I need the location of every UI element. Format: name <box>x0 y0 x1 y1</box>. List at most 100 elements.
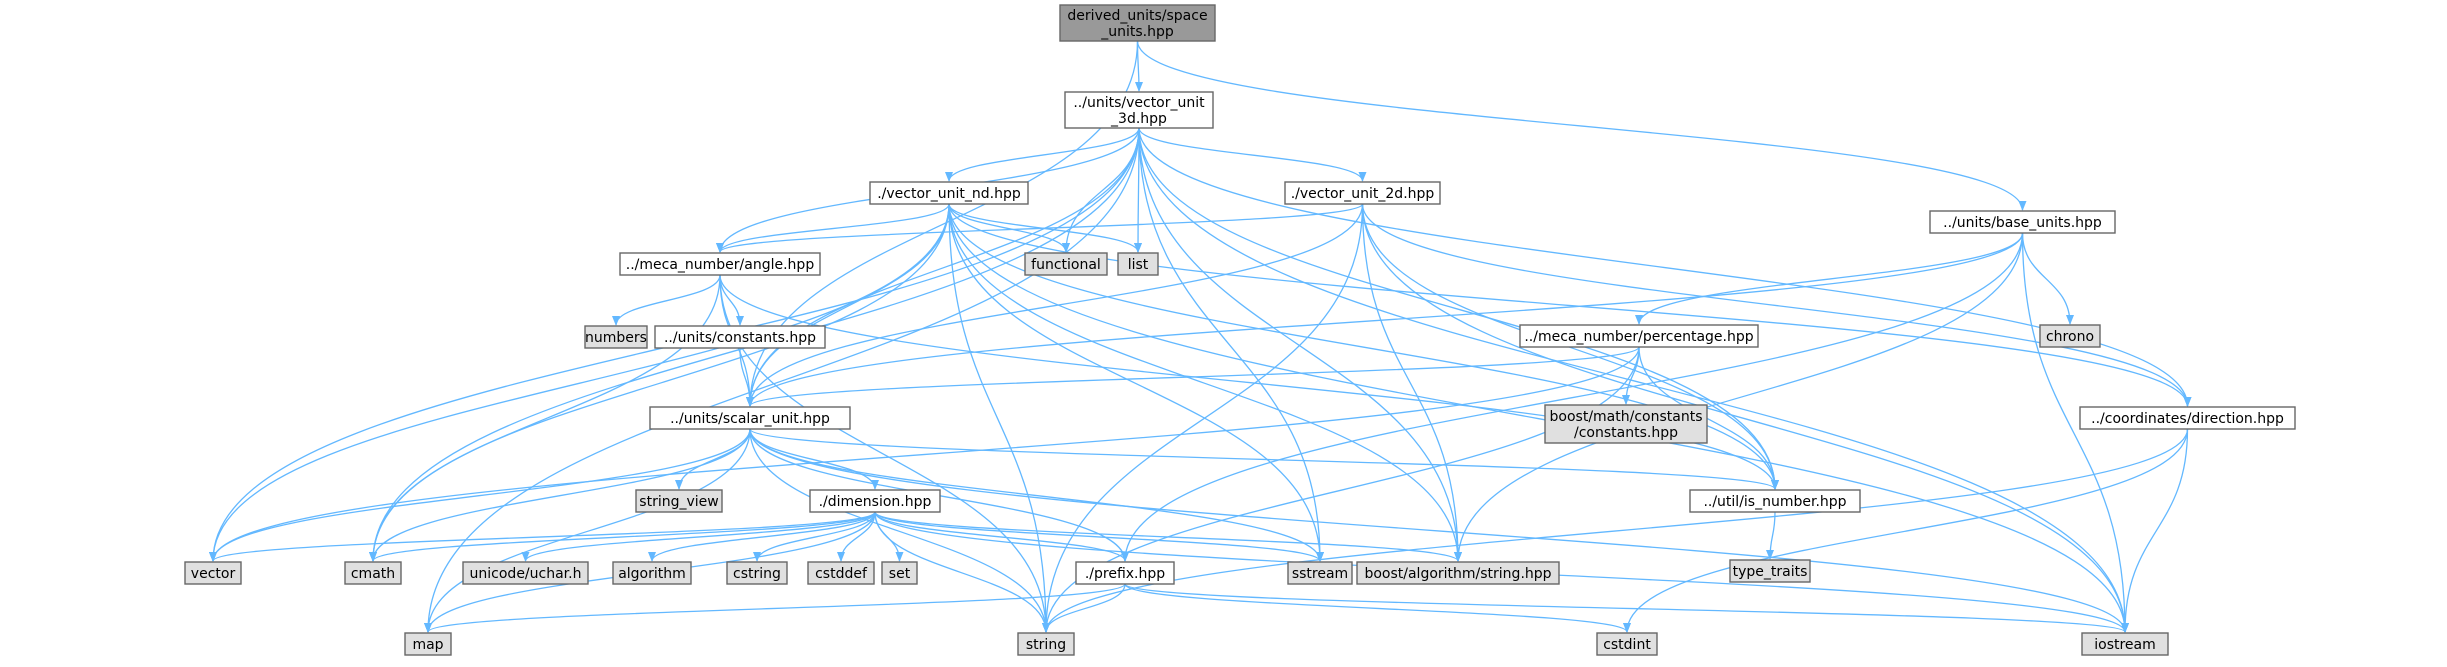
node-string: string <box>1017 632 1075 656</box>
node-dimension[interactable]: ./dimension.hpp <box>809 489 941 513</box>
edge-vec2d-to-angle <box>716 203 1364 253</box>
node-percentage-label-line-0: ../meca_number/percentage.hpp <box>1524 329 1753 345</box>
edge-prefix-to-string <box>1042 583 1126 633</box>
edge-baseunits-to-scalar <box>746 232 2024 407</box>
node-set: set <box>881 561 918 585</box>
node-chrono-box <box>2039 324 2101 348</box>
edge-vecnd-to-iostream <box>948 203 2129 633</box>
node-uchar-label-line-0: unicode/uchar.h <box>470 566 582 582</box>
node-uchar: unicode/uchar.h <box>462 561 589 585</box>
edge-vec2d-to-iostream <box>1361 203 2129 633</box>
edge-angle-to-numbers <box>612 274 721 326</box>
node-algorithm-label-line-0: algorithm <box>618 566 686 582</box>
node-vecnd-box <box>869 181 1029 205</box>
node-vector: vector <box>184 561 242 585</box>
node-percentage-box <box>1519 324 1759 348</box>
node-isnumber-box <box>1689 489 1861 513</box>
node-baseunits[interactable]: ../units/base_units.hpp <box>1929 210 2116 234</box>
edge-vec2d-to-string <box>1042 203 1364 633</box>
node-iostream-box <box>2081 632 2169 656</box>
node-vec3d[interactable]: ../units/vector_unit_3d.hpp <box>1064 91 1214 129</box>
edge-direction-to-iostream <box>2121 428 2189 633</box>
node-vector-label-line-0: vector <box>191 566 236 582</box>
node-scalar[interactable]: ../units/scalar_unit.hpp <box>649 406 851 430</box>
node-sstream-box <box>1287 561 1353 585</box>
edge-direction-to-string <box>1042 428 2189 633</box>
node-baseunits-box <box>1929 210 2116 234</box>
node-root-label-line-1: _units.hpp <box>1100 24 1174 40</box>
edge-baseunits-to-chrono <box>2021 232 2074 325</box>
node-vec3d-label-line-1: _3d.hpp <box>1110 111 1167 127</box>
edge-vecnd-to-sstream <box>948 203 1324 562</box>
edge-scalar-to-isnumber <box>749 428 1779 490</box>
edge-baseunits-to-boostalgo <box>1454 232 2024 562</box>
edge-scalar-to-vector <box>209 428 751 562</box>
edge-dimension-to-sstream <box>874 511 1324 562</box>
node-set-label-line-0: set <box>889 566 911 582</box>
node-root[interactable]: derived_units/space_units.hpp <box>1059 4 1216 42</box>
edge-root-to-baseunits <box>1136 40 2027 211</box>
edge-percentage-to-scalar <box>746 346 1640 407</box>
edge-vecnd-to-boostalgo <box>948 203 1462 562</box>
node-string-box <box>1017 632 1075 656</box>
edge-vec2d-to-scalar <box>746 203 1364 407</box>
edge-vec3d-to-vecnd <box>945 127 1140 182</box>
node-direction-box <box>2079 406 2296 430</box>
node-isnumber[interactable]: ../util/is_number.hpp <box>1689 489 1861 513</box>
node-scalar-label-line-0: ../units/scalar_unit.hpp <box>670 411 830 427</box>
node-cstdint-label-line-0: cstdint <box>1603 637 1651 653</box>
node-boostconst-label-line-0: boost/math/constants <box>1550 409 1703 425</box>
edge-vec3d-to-vec2d <box>1138 127 1367 182</box>
node-constants[interactable]: ../units/constants.hpp <box>654 325 826 349</box>
node-prefix[interactable]: ./prefix.hpp <box>1075 561 1175 585</box>
edge-angle-to-isnumber <box>719 274 1779 490</box>
node-algorithm-box <box>612 561 692 585</box>
node-algorithm: algorithm <box>612 561 692 585</box>
node-cstdint: cstdint <box>1596 632 1658 656</box>
node-cstring-label-line-0: cstring <box>733 566 781 582</box>
node-vec3d-box <box>1064 91 1214 129</box>
node-cstddef-box <box>807 561 875 585</box>
node-list-box <box>1117 252 1159 276</box>
edge-vec3d-to-isnumber <box>1138 127 1779 490</box>
node-vecnd[interactable]: ./vector_unit_nd.hpp <box>869 181 1029 205</box>
node-percentage[interactable]: ../meca_number/percentage.hpp <box>1519 324 1759 348</box>
node-iostream-label-line-0: iostream <box>2094 637 2156 653</box>
node-uchar-box <box>462 561 589 585</box>
edge-prefix-to-iostream <box>1124 583 2129 633</box>
node-map-label-line-0: map <box>412 637 443 653</box>
node-list-label-line-0: list <box>1128 257 1149 273</box>
node-numbers-label-line-0: numbers <box>585 330 647 346</box>
edge-dimension-to-algorithm <box>648 511 876 562</box>
edges-layer <box>209 40 2192 633</box>
node-boostconst-label-line-1: /constants.hpp <box>1574 425 1678 441</box>
node-root-box <box>1059 4 1216 42</box>
edge-vecnd-to-isnumber <box>948 203 1779 490</box>
node-prefix-box <box>1075 561 1175 585</box>
node-boostconst-box <box>1544 404 1708 444</box>
node-vec2d[interactable]: ./vector_unit_2d.hpp <box>1284 181 1441 205</box>
edge-percentage-to-vector <box>209 346 1640 562</box>
edge-dimension-to-uchar <box>521 511 876 562</box>
node-baseunits-label-line-0: ../units/base_units.hpp <box>1943 215 2102 231</box>
node-functional-box <box>1024 252 1108 276</box>
node-sstream: sstream <box>1287 561 1353 585</box>
node-list: list <box>1117 252 1159 276</box>
edge-dimension-to-prefix <box>874 511 1129 562</box>
edge-dimension-to-boostalgo <box>874 511 1462 562</box>
node-map: map <box>404 632 452 656</box>
node-direction[interactable]: ../coordinates/direction.hpp <box>2079 406 2296 430</box>
edge-vecnd-to-vector <box>209 203 950 562</box>
node-functional-label-line-0: functional <box>1031 257 1101 273</box>
edge-prefix-to-map <box>424 583 1126 633</box>
node-chrono-label-line-0: chrono <box>2046 329 2094 345</box>
edge-vecnd-to-string <box>948 203 1050 633</box>
edge-baseunits-to-iostream <box>2021 232 2129 633</box>
node-angle[interactable]: ../meca_number/angle.hpp <box>619 252 821 276</box>
edge-vecnd-to-direction <box>948 203 2192 407</box>
node-dimension-box <box>809 489 941 513</box>
node-chrono: chrono <box>2039 324 2101 348</box>
edge-percentage-to-boostconst <box>1622 346 1640 405</box>
node-set-box <box>881 561 918 585</box>
